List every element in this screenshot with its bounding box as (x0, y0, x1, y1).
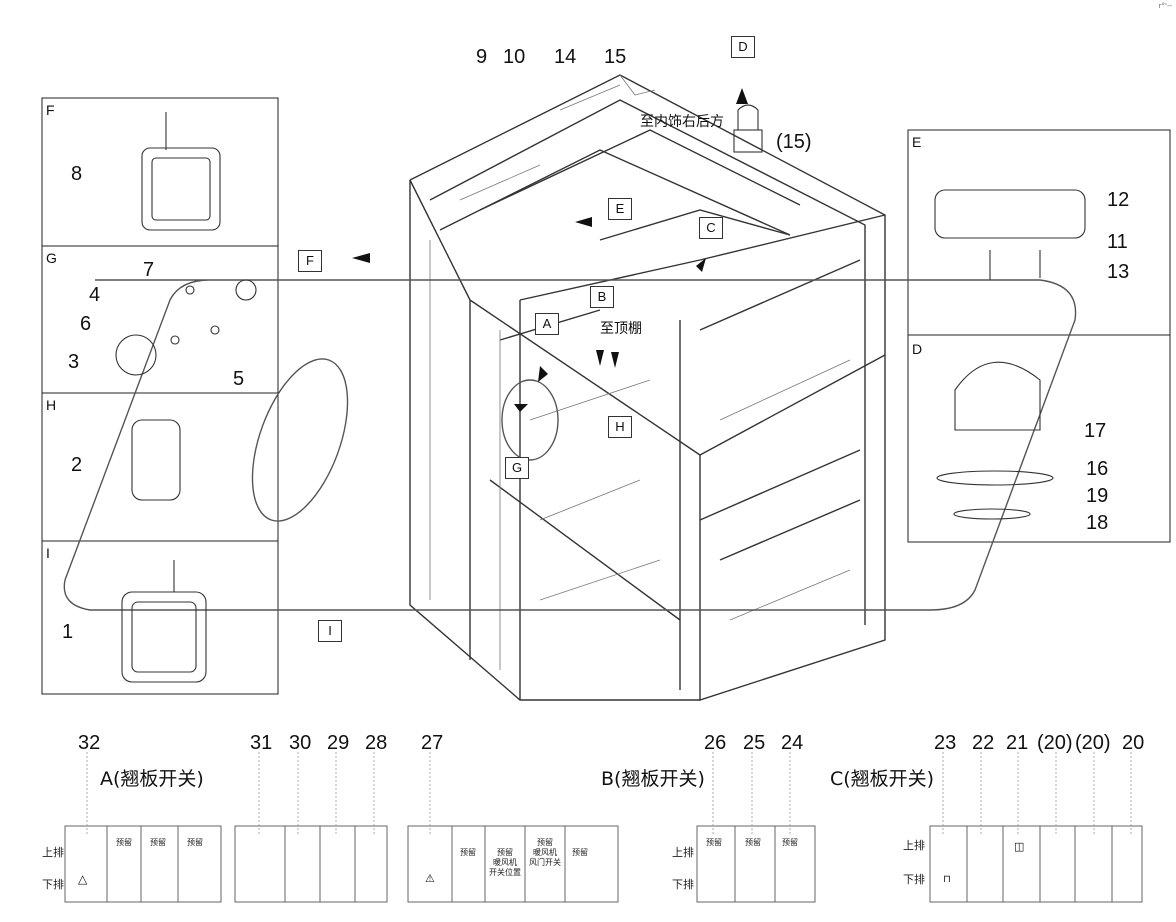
switch-a-title: A(翘板开关) (100, 768, 204, 790)
left-inset-frame (41, 97, 279, 695)
switch-a-group-1 (64, 825, 222, 903)
switch-part-g (115, 334, 157, 376)
arrow-d (736, 88, 748, 104)
switch-c-upper-row: 上排 (903, 839, 925, 852)
hazard-icon: △ (78, 872, 88, 886)
tag-f-main: F (298, 250, 322, 272)
work-light-i (121, 591, 207, 683)
callout-6: 6 (80, 313, 92, 335)
switch-b-group (696, 825, 816, 903)
callout-16: 16 (1086, 458, 1109, 480)
reserved-a3: 预留 (187, 838, 203, 847)
callout-11: 11 (1107, 231, 1128, 253)
right-inset-frame (907, 129, 1171, 543)
switch-c-title: C(翘板开关) (830, 768, 935, 790)
callout-18: 18 (1086, 512, 1109, 534)
callout-25: 25 (743, 732, 766, 754)
tag-a-main: A (535, 313, 559, 335)
callout-7: 7 (143, 259, 155, 281)
lighter-h (131, 419, 181, 501)
callout-15b: (15) (776, 131, 812, 153)
fan-position-label: 预留 暖风机 开关位置 (489, 848, 521, 877)
callout-23: 23 (934, 732, 957, 754)
reserved-b1: 预留 (706, 838, 722, 847)
callout-20a: (20) (1037, 732, 1073, 754)
dome-light-e (934, 189, 1086, 239)
callout-24: 24 (781, 732, 804, 754)
callout-17: 17 (1084, 420, 1107, 442)
cab-frame (409, 74, 886, 701)
fan-door-label: 预留 暖风机 风门开关 (529, 838, 561, 867)
callout-9: 9 (476, 46, 488, 68)
callout-28: 28 (365, 732, 388, 754)
switch-c-group (929, 825, 1143, 903)
callout-22: 22 (972, 732, 995, 754)
switch-a-upper-row: 上排 (42, 846, 64, 859)
switch-b-title: B(翘板开关) (601, 768, 705, 790)
callout-30: 30 (289, 732, 312, 754)
callout-8: 8 (71, 163, 83, 185)
switch-a-group-3 (407, 825, 619, 903)
callout-10: 10 (503, 46, 526, 68)
warning-icon: ⚠ (425, 872, 435, 885)
watermark-outline (63, 279, 1077, 611)
corner-mark: r°'-- (1158, 2, 1172, 10)
panel-d-label: D (912, 341, 923, 357)
work-light-f (141, 147, 221, 231)
reserved-b3: 预留 (782, 838, 798, 847)
callout-4: 4 (89, 284, 101, 306)
tag-h-main: H (608, 416, 632, 438)
callout-20c: 20 (1122, 732, 1145, 754)
tag-c-main: C (699, 217, 723, 239)
callout-12: 12 (1107, 189, 1130, 211)
callout-15: 15 (604, 46, 627, 68)
callout-29: 29 (327, 732, 350, 754)
reserved-a5: 预留 (572, 848, 588, 857)
beacon-d (954, 361, 1041, 431)
callout-21: 21 (1006, 732, 1029, 754)
switch-c-lower-row: 下排 (903, 873, 925, 886)
callout-3: 3 (68, 351, 80, 373)
note-headliner: 至顶棚 (600, 321, 642, 337)
callout-31: 31 (250, 732, 273, 754)
callout-19: 19 (1086, 485, 1109, 507)
tag-d-top: D (731, 36, 755, 58)
callout-26: 26 (704, 732, 727, 754)
reserved-a4: 预留 (460, 848, 476, 857)
reserved-a2: 预留 (150, 838, 166, 847)
switch-a-group-2 (234, 825, 388, 903)
panel-i-label: I (46, 545, 50, 561)
callout-2: 2 (71, 454, 83, 476)
reserved-a1: 预留 (116, 838, 132, 847)
note-trim-right-rear: 至内饰右后方 (640, 114, 724, 130)
panel-f-label: F (46, 102, 55, 118)
callout-32: 32 (78, 732, 101, 754)
switch-b-upper-row: 上排 (672, 846, 694, 859)
panel-e-label: E (912, 134, 922, 150)
panel-g-label: G (46, 250, 57, 266)
panel-h-label: H (46, 397, 57, 413)
reserved-b2: 预留 (745, 838, 761, 847)
callout-20b: (20) (1075, 732, 1111, 754)
light-icon: ⊓ (943, 874, 951, 885)
tag-g-main: G (505, 457, 529, 479)
callout-14: 14 (554, 46, 577, 68)
tag-e-main: E (608, 198, 632, 220)
callout-27: 27 (421, 732, 444, 754)
callout-1: 1 (62, 621, 74, 643)
callout-5: 5 (233, 368, 245, 390)
switch-a-lower-row: 下排 (42, 878, 64, 891)
switch-b-lower-row: 下排 (672, 878, 694, 891)
wiper-icon: ◫ (1014, 840, 1025, 853)
tag-i-main: I (318, 620, 342, 642)
callout-13: 13 (1107, 261, 1130, 283)
tag-b-main: B (590, 286, 614, 308)
